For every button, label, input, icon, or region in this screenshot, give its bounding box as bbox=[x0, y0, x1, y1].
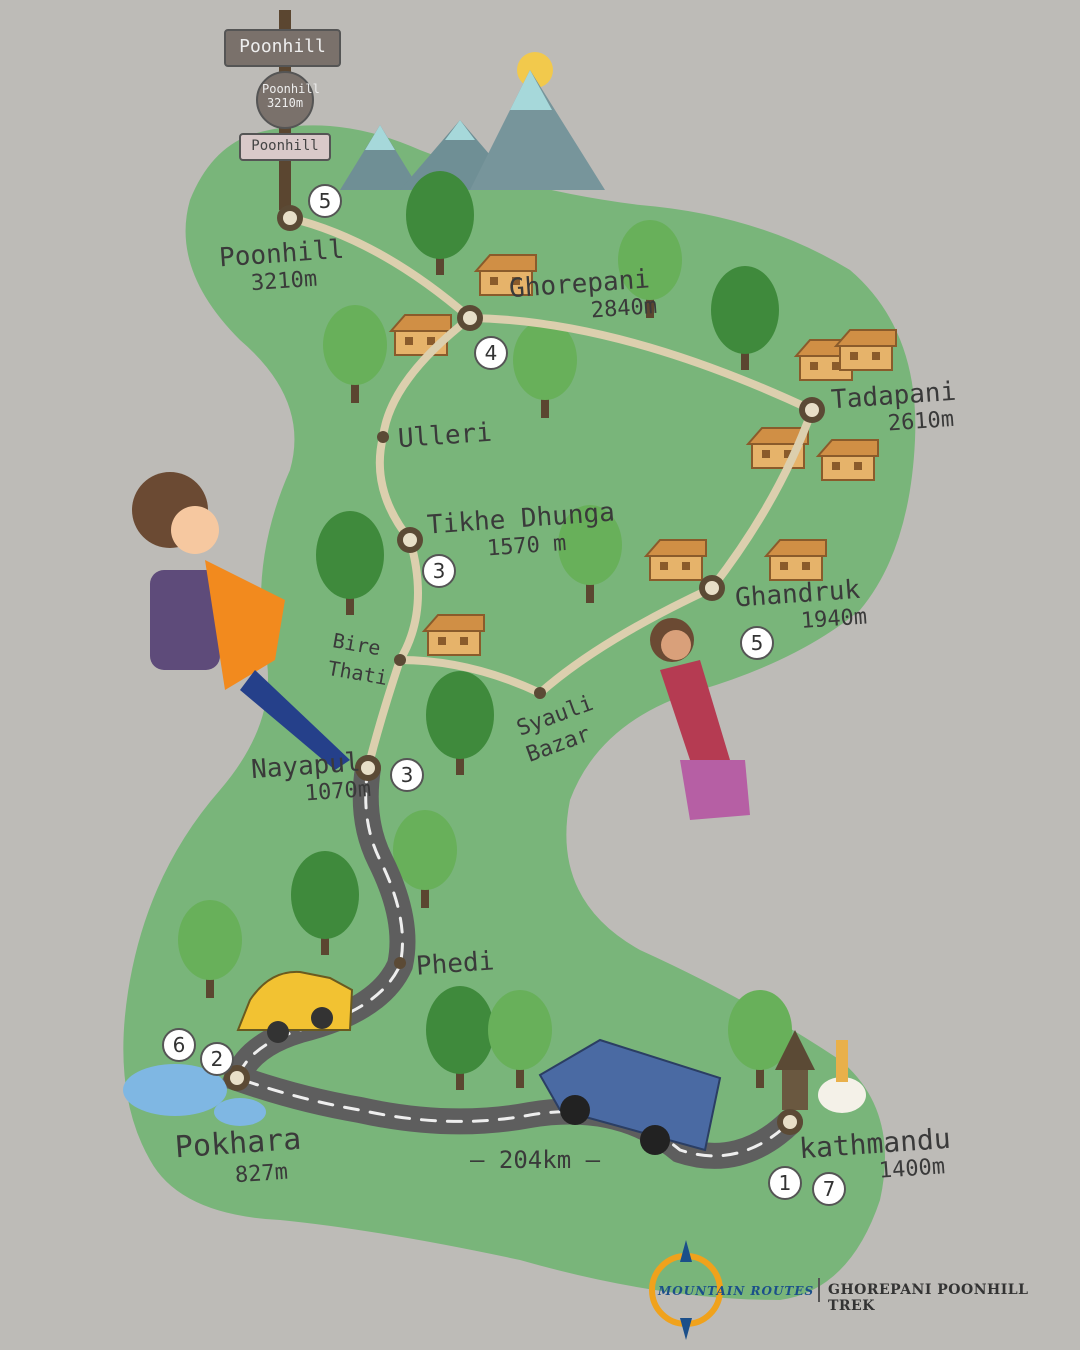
signpost-middle-label: Poonhill 3210m bbox=[262, 82, 320, 110]
map-title: GHOREPANI POONHILL TREK bbox=[828, 1282, 1029, 1314]
compass-logo-icon bbox=[649, 1240, 723, 1340]
day-marker: 7 bbox=[812, 1172, 846, 1206]
day-marker: 4 bbox=[474, 336, 508, 370]
brand-name: MOUNTAIN ROUTES bbox=[658, 1284, 815, 1298]
woman-illustration bbox=[650, 618, 750, 820]
place-altitude: 1940m bbox=[800, 604, 868, 635]
day-marker: 5 bbox=[308, 184, 342, 218]
place-altitude: 2610m bbox=[887, 406, 955, 437]
day-marker: 2 bbox=[200, 1042, 234, 1076]
day-marker: 1 bbox=[768, 1166, 802, 1200]
road-distance-label: – 204km – bbox=[470, 1146, 601, 1174]
car-illustration bbox=[236, 970, 354, 1043]
day-marker: 3 bbox=[422, 554, 456, 588]
hiker-illustration bbox=[132, 472, 350, 770]
place-label-ghorepani: Ghorepani 2840m bbox=[508, 264, 658, 331]
temple-illustration bbox=[775, 1030, 866, 1113]
signpost-bottom-label: Poonhill bbox=[251, 138, 319, 154]
place-label-bire-thati: Bire Thati bbox=[326, 626, 405, 693]
day-marker: 3 bbox=[390, 758, 424, 792]
place-name: Bire Thati bbox=[326, 628, 390, 690]
bus-illustration bbox=[538, 1038, 722, 1155]
place-altitude: 1400m bbox=[878, 1154, 946, 1184]
place-label-tadapani: Tadapani 2610m bbox=[830, 377, 959, 443]
place-label-nayapul: Nayapul 1070m bbox=[250, 748, 372, 812]
brand-footer: MOUNTAIN ROUTES GHOREPANI POONHILL TREK bbox=[640, 1238, 1070, 1338]
place-label-pokhara: Pokhara 827m bbox=[174, 1122, 305, 1197]
signpost-illustration bbox=[224, 10, 341, 210]
signpost-top-label: Poonhill bbox=[239, 36, 326, 57]
place-name: Phedi bbox=[415, 946, 496, 982]
lake-illustration bbox=[123, 1064, 266, 1126]
day-marker: 5 bbox=[740, 626, 774, 660]
place-label-poonhill: Poonhill 3210m bbox=[218, 235, 347, 301]
place-altitude: 1070m bbox=[304, 776, 372, 807]
day-marker: 6 bbox=[162, 1028, 196, 1062]
place-label-ulleri: Ulleri bbox=[397, 418, 493, 454]
place-label-phedi: Phedi bbox=[415, 946, 496, 982]
place-altitude: 2840m bbox=[590, 293, 658, 324]
trails bbox=[286, 214, 816, 772]
mountains-illustration bbox=[340, 52, 605, 190]
trail-stops bbox=[224, 205, 825, 1135]
place-altitude: 827m bbox=[234, 1159, 289, 1189]
brand-divider bbox=[818, 1278, 820, 1302]
